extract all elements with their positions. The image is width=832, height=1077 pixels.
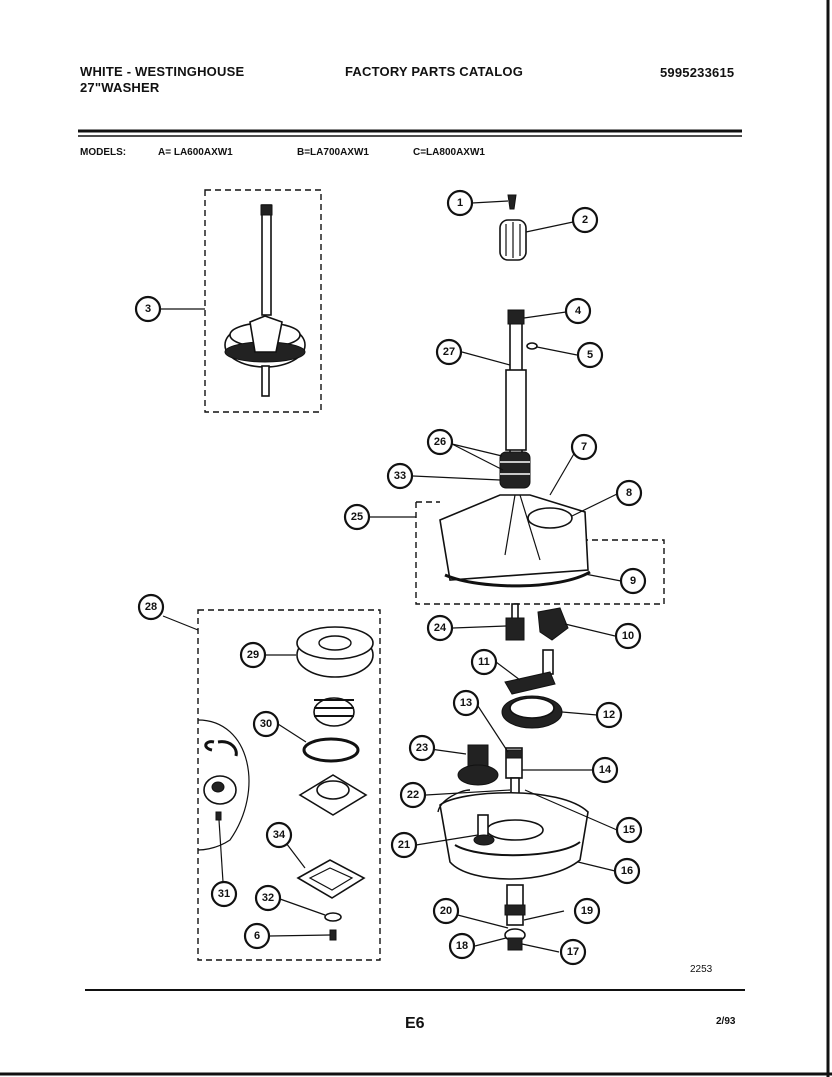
svg-text:20: 20	[440, 905, 452, 917]
callout-11: 11	[470, 648, 498, 676]
callout-6: 6	[243, 922, 271, 950]
svg-text:22: 22	[407, 789, 419, 801]
models-label: MODELS:	[80, 147, 127, 158]
svg-text:2: 2	[582, 214, 588, 226]
figure-code: 2253	[690, 964, 713, 975]
svg-text:12: 12	[603, 709, 615, 721]
svg-text:11: 11	[478, 656, 490, 668]
callout-19: 19	[573, 897, 601, 925]
callout-9: 9	[619, 567, 647, 595]
svg-text:1: 1	[457, 197, 463, 209]
callout-29: 29	[239, 641, 267, 669]
svg-text:10: 10	[622, 630, 634, 642]
splined-coupling-part	[499, 219, 527, 261]
callout-26: 26	[426, 428, 454, 456]
transmission-assembly-part	[224, 204, 306, 397]
svg-text:16: 16	[621, 865, 633, 877]
svg-text:14: 14	[599, 764, 612, 776]
callout-20: 20	[432, 897, 460, 925]
svg-text:13: 13	[460, 697, 472, 709]
svg-text:32: 32	[262, 892, 274, 904]
callout-8: 8	[615, 479, 643, 507]
callout-15: 15	[615, 816, 643, 844]
callout-4: 4	[564, 297, 592, 325]
brand-line-1: WHITE - WESTINGHOUSE	[80, 64, 245, 79]
callout-3: 3	[134, 295, 162, 323]
group-box-seal-kit	[197, 609, 381, 961]
catalog-number: 5995233615	[660, 65, 735, 80]
callout-13: 13	[452, 689, 480, 717]
svg-text:25: 25	[351, 511, 363, 523]
svg-text:21: 21	[398, 839, 410, 851]
callout-23: 23	[408, 734, 436, 762]
svg-text:19: 19	[581, 905, 593, 917]
callout-21: 21	[390, 831, 418, 859]
callout-25: 25	[343, 503, 371, 531]
svg-text:26: 26	[434, 436, 446, 448]
callout-22: 22	[399, 781, 427, 809]
svg-text:3: 3	[145, 303, 151, 315]
svg-text:30: 30	[260, 718, 272, 730]
svg-text:9: 9	[630, 575, 636, 587]
shift-fork-part	[537, 607, 569, 641]
model-a: A= LA600AXW1	[158, 147, 233, 158]
callout-32: 32	[254, 884, 282, 912]
svg-text:29: 29	[247, 649, 259, 661]
catalog-title: FACTORY PARTS CATALOG	[345, 64, 524, 79]
gearcase-cover-part	[439, 494, 591, 588]
svg-text:18: 18	[456, 940, 468, 952]
svg-text:6: 6	[254, 930, 260, 942]
agitator-cap-part	[507, 194, 517, 210]
callout-34: 34	[265, 821, 293, 849]
svg-text:7: 7	[581, 441, 587, 453]
model-c: C=LA800AXW1	[413, 147, 485, 158]
svg-text:33: 33	[394, 470, 406, 482]
idler-gear-part	[457, 744, 499, 786]
shaft-seals-part	[499, 451, 531, 489]
callout-1: 1	[446, 189, 474, 217]
header-rule	[78, 129, 742, 137]
svg-text:27: 27	[443, 346, 455, 358]
callout-30: 30	[252, 710, 280, 738]
callout-12: 12	[595, 701, 623, 729]
callout-31: 31	[210, 880, 238, 908]
lower-shaft-part	[504, 884, 526, 951]
svg-text:31: 31	[218, 888, 230, 900]
callout-10: 10	[614, 622, 642, 650]
agitator-shaft-part	[505, 309, 538, 461]
svg-text:8: 8	[626, 487, 632, 499]
callout-16: 16	[613, 857, 641, 885]
pinion-gear-part	[505, 603, 525, 641]
svg-text:24: 24	[434, 622, 447, 634]
callout-7: 7	[570, 433, 598, 461]
svg-text:15: 15	[623, 824, 635, 836]
svg-text:5: 5	[587, 349, 593, 361]
callout-17: 17	[559, 938, 587, 966]
revision-date: 2/93	[716, 1016, 736, 1027]
callout-27: 27	[435, 338, 463, 366]
group-box-gearcase	[415, 502, 665, 605]
seal-kit-parts	[197, 626, 374, 941]
callout-18: 18	[448, 932, 476, 960]
main-gear-part	[501, 695, 563, 729]
callout-28: 28	[137, 593, 165, 621]
gearcase-housing-part	[437, 789, 589, 880]
svg-text:34: 34	[273, 829, 286, 841]
group-box-transmission-assembly	[204, 189, 322, 413]
model-b: B=LA700AXW1	[297, 147, 369, 158]
svg-text:28: 28	[145, 601, 157, 613]
callout-33: 33	[386, 462, 414, 490]
svg-text:4: 4	[575, 305, 582, 317]
page-label: E6	[405, 1015, 425, 1032]
callout-5: 5	[576, 341, 604, 369]
callout-14: 14	[591, 756, 619, 784]
callout-2: 2	[571, 206, 599, 234]
callout-24: 24	[426, 614, 454, 642]
crank-arm-part	[504, 649, 556, 695]
brand-line-2: 27"WASHER	[80, 80, 160, 95]
svg-text:17: 17	[567, 946, 579, 958]
svg-text:23: 23	[416, 742, 428, 754]
